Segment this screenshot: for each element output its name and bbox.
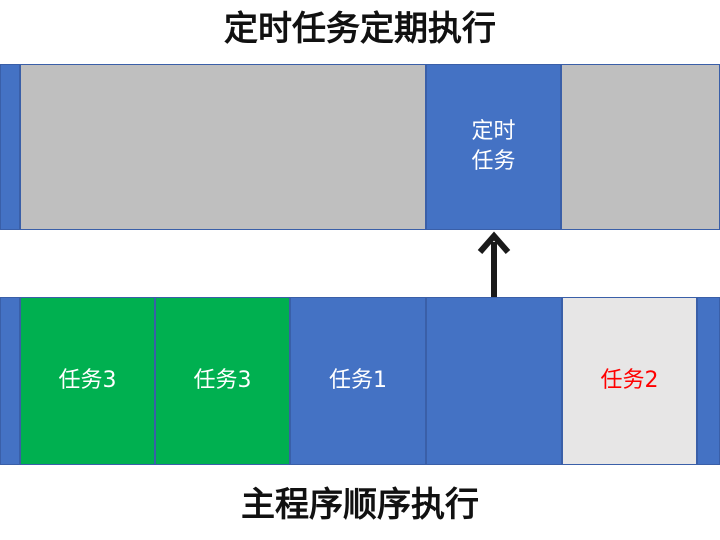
- segment-label: 任务3: [193, 368, 252, 394]
- segment-label: 定时 任务: [471, 119, 516, 174]
- task-segment: 任务1: [290, 297, 426, 465]
- segment-label: 任务1: [329, 368, 387, 394]
- task-segment: 任务2: [562, 297, 697, 465]
- timeline-segment: [426, 297, 562, 465]
- bottom-title: 主程序顺序执行: [241, 485, 479, 525]
- top-title: 定时任务定期执行: [224, 9, 496, 49]
- arrow-head: [477, 231, 511, 254]
- task-segment: 任务3: [20, 297, 155, 465]
- timeline-segment: [697, 297, 720, 465]
- segment-label: 任务3: [58, 368, 117, 394]
- segment-label: 任务2: [600, 368, 659, 394]
- timer-task-timeline: 定时 任务: [0, 64, 720, 230]
- main-program-timeline: 任务3 任务3 任务1 任务2: [0, 297, 720, 465]
- task-segment: 任务3: [155, 297, 290, 465]
- timeline-segment: [0, 64, 20, 230]
- timer-task-segment: 定时 任务: [426, 64, 561, 230]
- timeline-segment: [20, 64, 426, 230]
- timeline-segment: [561, 64, 720, 230]
- timeline-segment: [0, 297, 20, 465]
